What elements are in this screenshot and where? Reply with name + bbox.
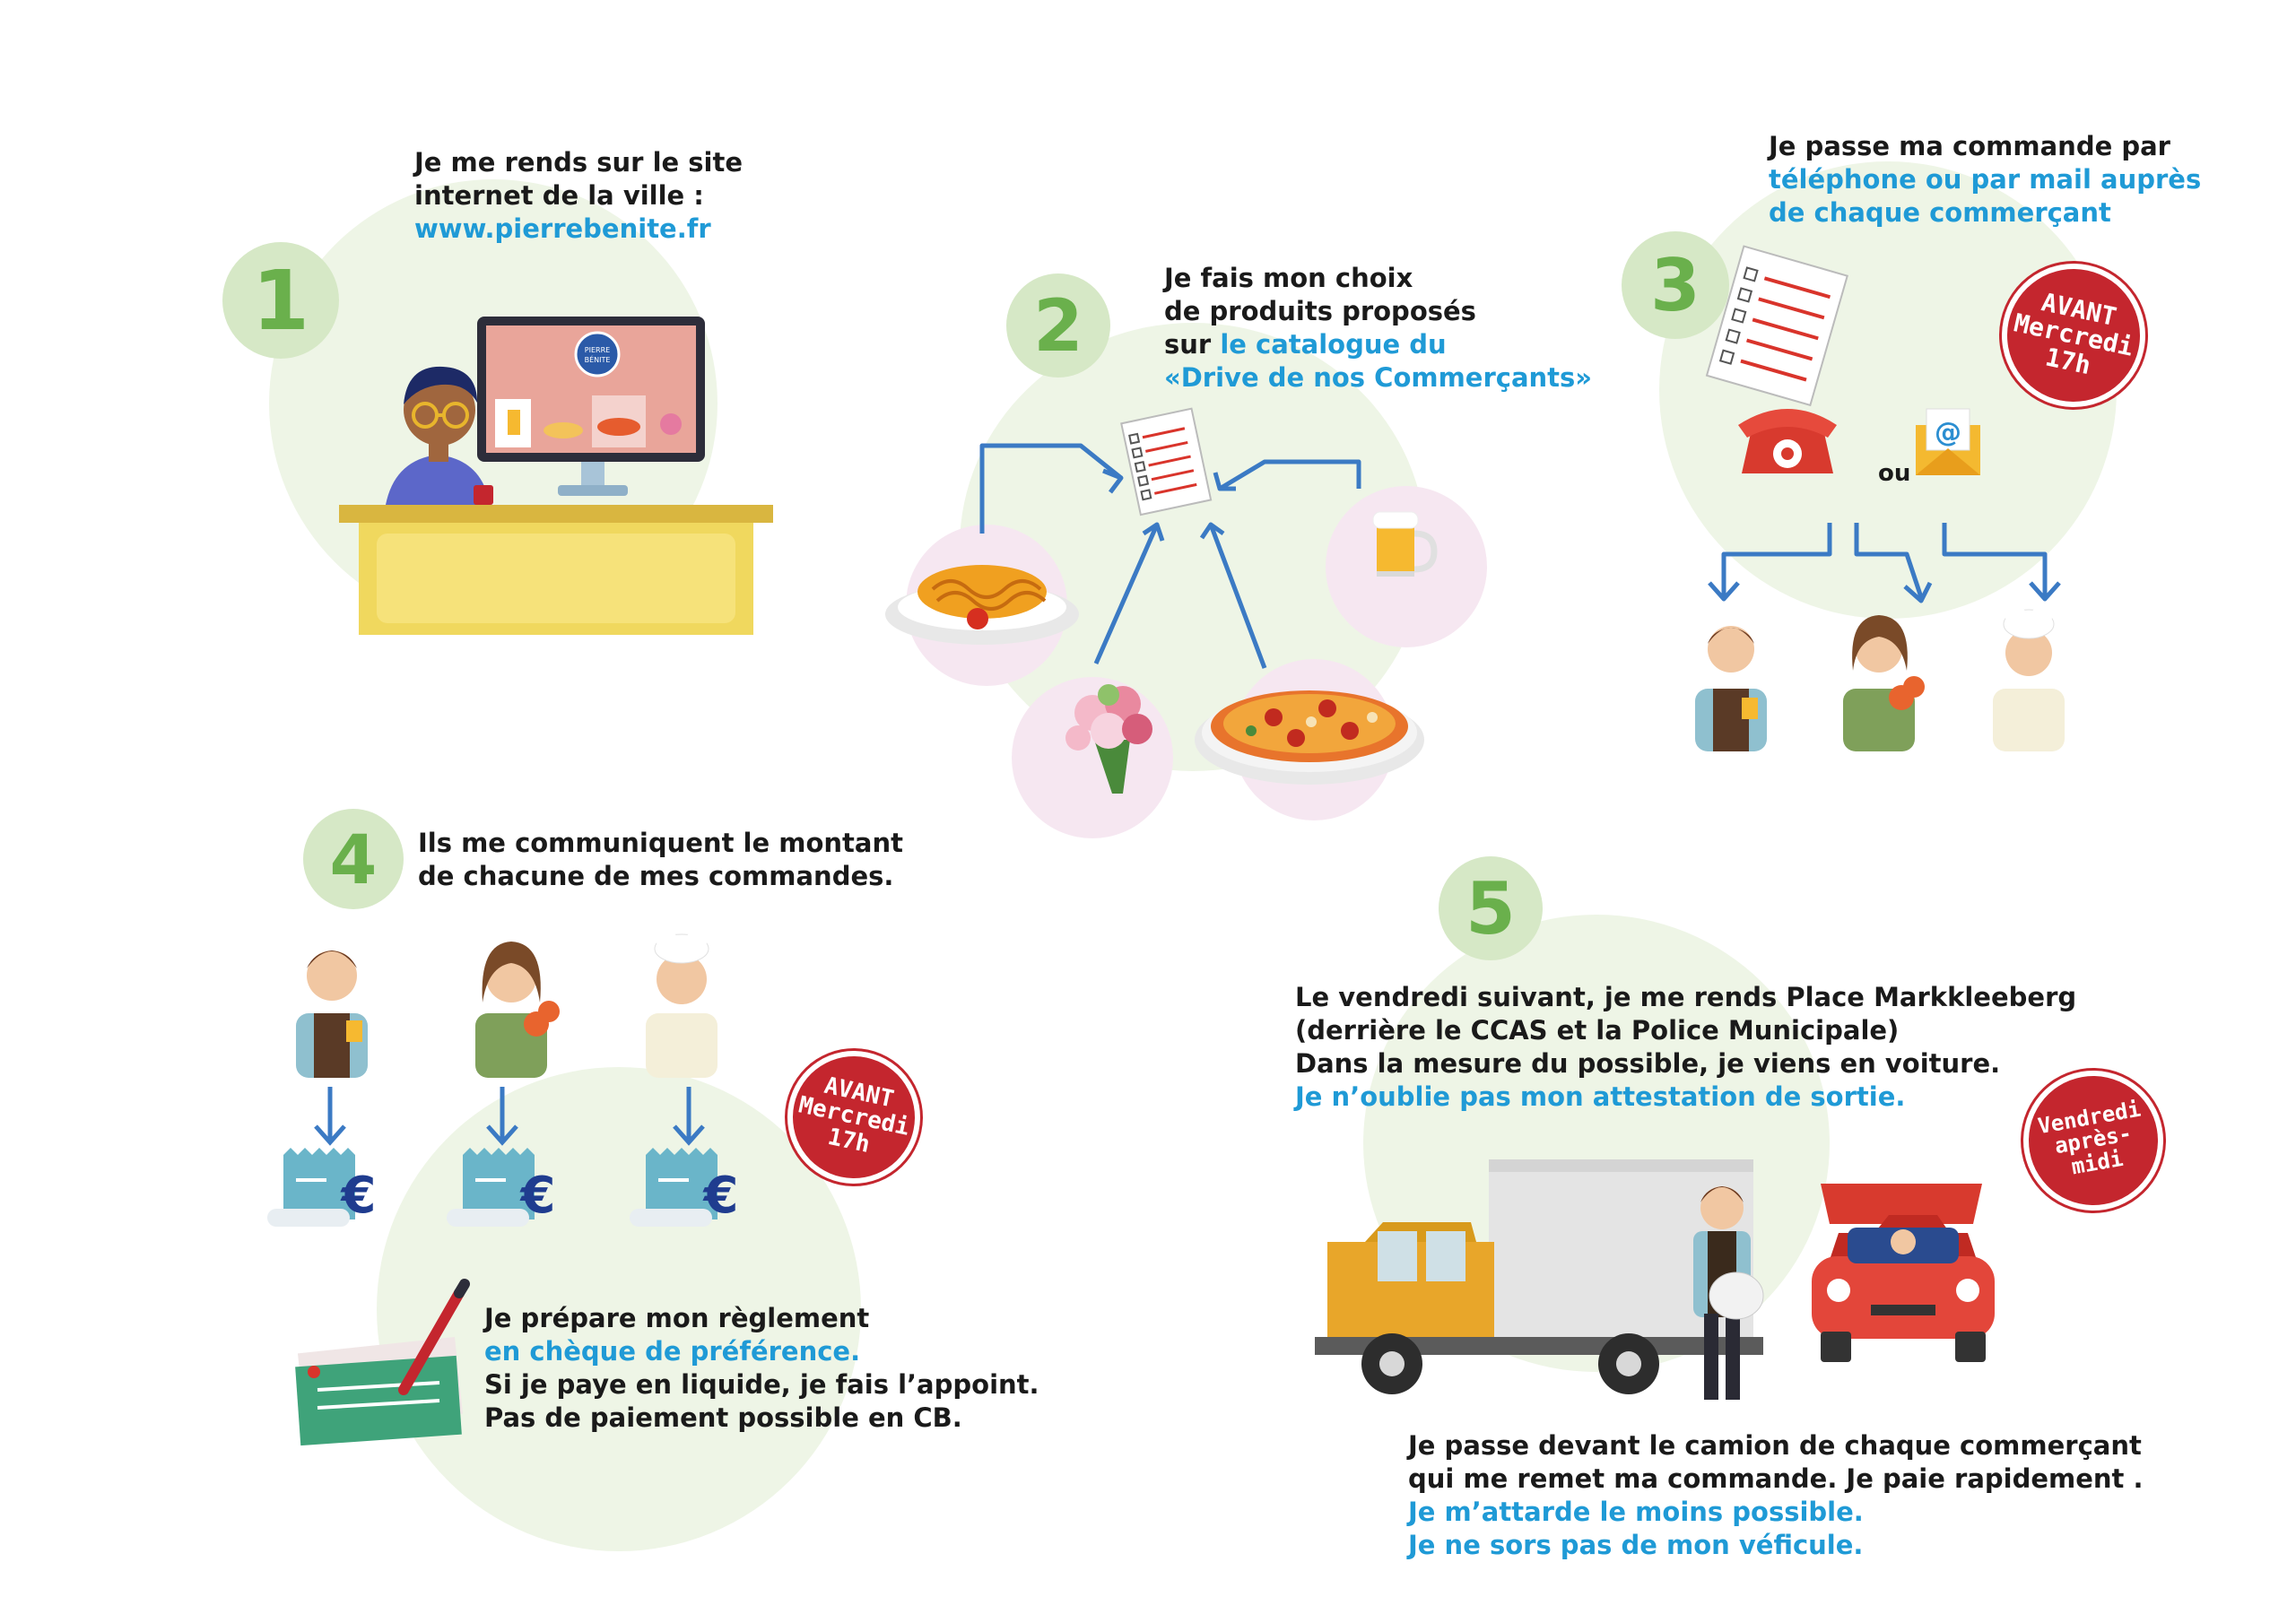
- step5-text: Le vendredi suivant, je me rends Place M…: [1295, 981, 2076, 1114]
- arrow-flowers: [1093, 523, 1160, 665]
- step3-line2: téléphone ou par mail auprès: [1769, 164, 2202, 195]
- step3-number: 3: [1622, 231, 1729, 339]
- step1-website-link[interactable]: www.pierrebenite.fr: [414, 213, 711, 244]
- receipt-euro-3: €: [630, 1148, 738, 1227]
- step5-line4: Je n’oublie pas mon attestation de sorti…: [1295, 1081, 1906, 1112]
- arrow-pizza: [1208, 524, 1267, 669]
- invoice-merchant-beer: [296, 950, 368, 1078]
- receipt-euro-2: €: [447, 1148, 555, 1227]
- computer-desk-illustration: PIERRE BÉNITE: [339, 317, 773, 635]
- desk-top: [339, 505, 773, 523]
- step2-number: 2: [1006, 273, 1110, 378]
- email-icon: @: [1916, 408, 1980, 475]
- svg-text:€: €: [340, 1167, 377, 1225]
- invoice-merchant-baker: [646, 931, 718, 1078]
- screen-logo-text-2: BÉNITE: [585, 354, 611, 364]
- step3-text: Je passe ma commande par téléphone ou pa…: [1769, 130, 2201, 230]
- pizza-icon: [1195, 690, 1424, 785]
- step5-line2: (derrière le CCAS et la Police Municipal…: [1295, 1015, 1900, 1046]
- invoice-merchant-florist: [475, 942, 560, 1078]
- step5-number: 5: [1439, 856, 1543, 960]
- step4-bg-circle: [377, 1067, 861, 1551]
- svg-text:@: @: [1935, 417, 1961, 448]
- invoice-diagram: € € €: [267, 931, 738, 1446]
- step3-line3: de chaque commerçant: [1769, 197, 2111, 228]
- step2-line1: Je fais mon choix: [1164, 263, 1413, 293]
- step5-line1: Le vendredi suivant, je me rends Place M…: [1295, 982, 2077, 1012]
- svg-text:€: €: [702, 1167, 739, 1225]
- catalogue-diagram: [885, 407, 1438, 794]
- pickup-scene-illustration: [1315, 1159, 1995, 1400]
- step5-line3: Dans la mesure du possible, je viens en …: [1295, 1048, 2001, 1079]
- final-line4: Je ne sors pas de mon véficule.: [1408, 1530, 1864, 1560]
- order-checklist-icon: [1705, 245, 1848, 407]
- step2-line4[interactable]: «Drive de nos Commerçants»: [1164, 362, 1593, 393]
- step1-line1: Je me rends sur le site: [414, 147, 744, 178]
- merchant-florist: [1843, 615, 1925, 751]
- flowers-icon: [1065, 684, 1152, 794]
- order-diagram: ou @: [1695, 245, 2065, 751]
- cheque-pen-icon: [295, 1279, 470, 1446]
- step3-line1: Je passe ma commande par: [1769, 131, 2170, 161]
- payment-line1: Je prépare mon règlement: [484, 1303, 870, 1333]
- beer-icon: [1372, 511, 1438, 577]
- screen-logo: [574, 331, 621, 378]
- step4-text: Ils me communiquent le montant de chacun…: [418, 827, 903, 893]
- pasta-icon: [885, 565, 1079, 645]
- payment-text: Je prépare mon règlement en chèque de pr…: [484, 1302, 1039, 1435]
- car-icon: [1812, 1184, 1995, 1362]
- arrow-pasta: [979, 443, 1123, 534]
- svg-text:€: €: [519, 1167, 556, 1225]
- telephone-icon: [1738, 409, 1837, 473]
- merchant-with-bag: [1693, 1186, 1764, 1400]
- step2-line2: de produits proposés: [1164, 296, 1476, 326]
- step1-text: Je me rends sur le site internet de la v…: [414, 146, 743, 246]
- step4-line1: Ils me communiquent le montant: [418, 828, 903, 858]
- final-line3: Je m’attarde le moins possible.: [1408, 1497, 1864, 1527]
- step2-line3: sur le catalogue du: [1164, 329, 1447, 360]
- final-line1: Je passe devant le camion de chaque comm…: [1408, 1430, 2142, 1461]
- catalogue-link[interactable]: le catalogue du: [1220, 329, 1447, 360]
- step1-line2: internet de la ville :: [414, 180, 704, 211]
- payment-line4: Pas de paiement possible en CB.: [484, 1402, 962, 1433]
- screen-logo-text-1: PIERRE: [585, 346, 610, 354]
- checklist-icon: [1120, 407, 1213, 516]
- arrow-beer: [1218, 459, 1361, 491]
- payment-line2: en chèque de préférence.: [484, 1336, 861, 1367]
- final-text: Je passe devant le camion de chaque comm…: [1408, 1429, 2144, 1562]
- step4-number: 4: [303, 809, 404, 909]
- step1-number: 1: [222, 242, 339, 359]
- or-label: ou: [1878, 460, 1910, 487]
- merchant-beer-vendor: [1695, 626, 1767, 751]
- step4-line2: de chacune de mes commandes.: [418, 861, 894, 891]
- merchant-baker: [1993, 606, 2065, 751]
- receipt-euro-1: €: [267, 1148, 376, 1227]
- final-line2: qui me remet ma commande. Je paie rapide…: [1408, 1463, 2144, 1494]
- step2-text: Je fais mon choix de produits proposés s…: [1164, 262, 1592, 395]
- payment-line3: Si je paye en liquide, je fais l’appoint…: [484, 1369, 1039, 1400]
